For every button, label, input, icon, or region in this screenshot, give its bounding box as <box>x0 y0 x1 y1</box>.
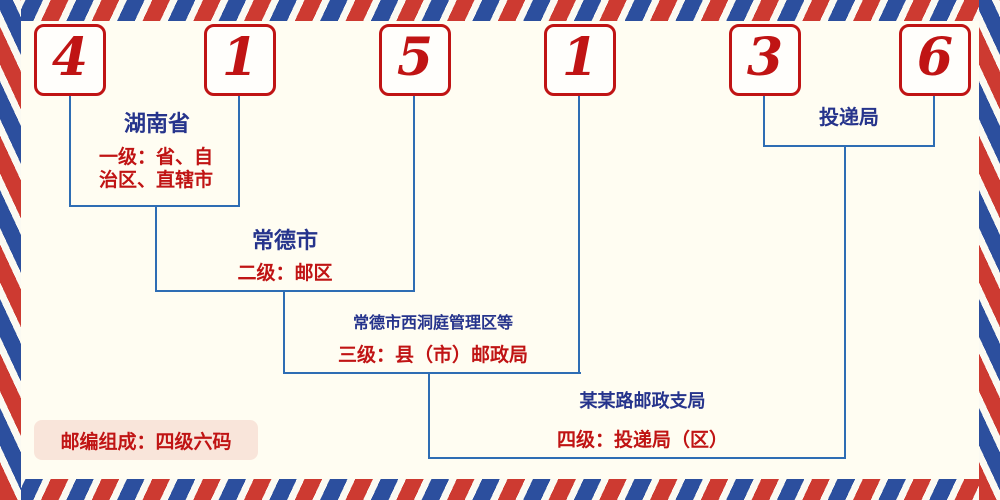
connector-line <box>69 205 240 207</box>
airmail-border-top <box>0 0 1000 21</box>
airmail-border-left <box>0 0 21 500</box>
level4-desc-label: 四级：投递局（区） <box>556 430 728 451</box>
level2-place-label: 常德市 <box>251 228 318 253</box>
footer-note: 邮编组成：四级六码 <box>60 431 232 453</box>
digit-box: 3 <box>729 24 801 96</box>
postal-digit: 1 <box>561 27 599 88</box>
connector-line <box>283 290 285 374</box>
connector-line <box>155 205 157 292</box>
connector-line <box>155 290 415 292</box>
level2-desc-label: 二级：邮区 <box>237 263 333 284</box>
level1-place-label: 湖南省 <box>123 111 190 136</box>
connector-line <box>283 372 581 374</box>
delivery-office-label: 投递局 <box>819 107 879 129</box>
connector-line <box>763 96 765 147</box>
postal-digit: 4 <box>51 27 89 88</box>
connector-line <box>413 96 415 292</box>
digit-box: 1 <box>544 24 616 96</box>
footer-note-box: 邮编组成：四级六码 <box>34 420 258 460</box>
airmail-border-right <box>979 0 1000 500</box>
level3-place-label: 常德市西洞庭管理区等 <box>352 315 513 332</box>
digit-box: 5 <box>379 24 451 96</box>
postal-digit: 5 <box>396 27 434 88</box>
postal-digit: 1 <box>221 27 259 88</box>
connector-line <box>428 372 430 459</box>
digit-box: 4 <box>34 24 106 96</box>
level1-desc-label: 一级：省、自 治区、直辖市 <box>98 147 213 191</box>
connector-line <box>933 96 935 147</box>
connector-line <box>428 457 846 459</box>
connector-line <box>69 96 71 207</box>
postal-digit: 6 <box>916 27 954 88</box>
digit-box: 1 <box>204 24 276 96</box>
connector-line <box>844 145 846 459</box>
level3-desc-label: 三级：县（市）邮政局 <box>337 345 528 366</box>
level4-place-label: 某某路邮政支局 <box>579 391 706 411</box>
digit-box: 6 <box>899 24 971 96</box>
connector-line <box>763 145 935 147</box>
postal-digit: 3 <box>746 27 784 88</box>
connector-line <box>578 96 580 374</box>
airmail-border-bottom <box>0 479 1000 500</box>
connector-line <box>238 96 240 207</box>
